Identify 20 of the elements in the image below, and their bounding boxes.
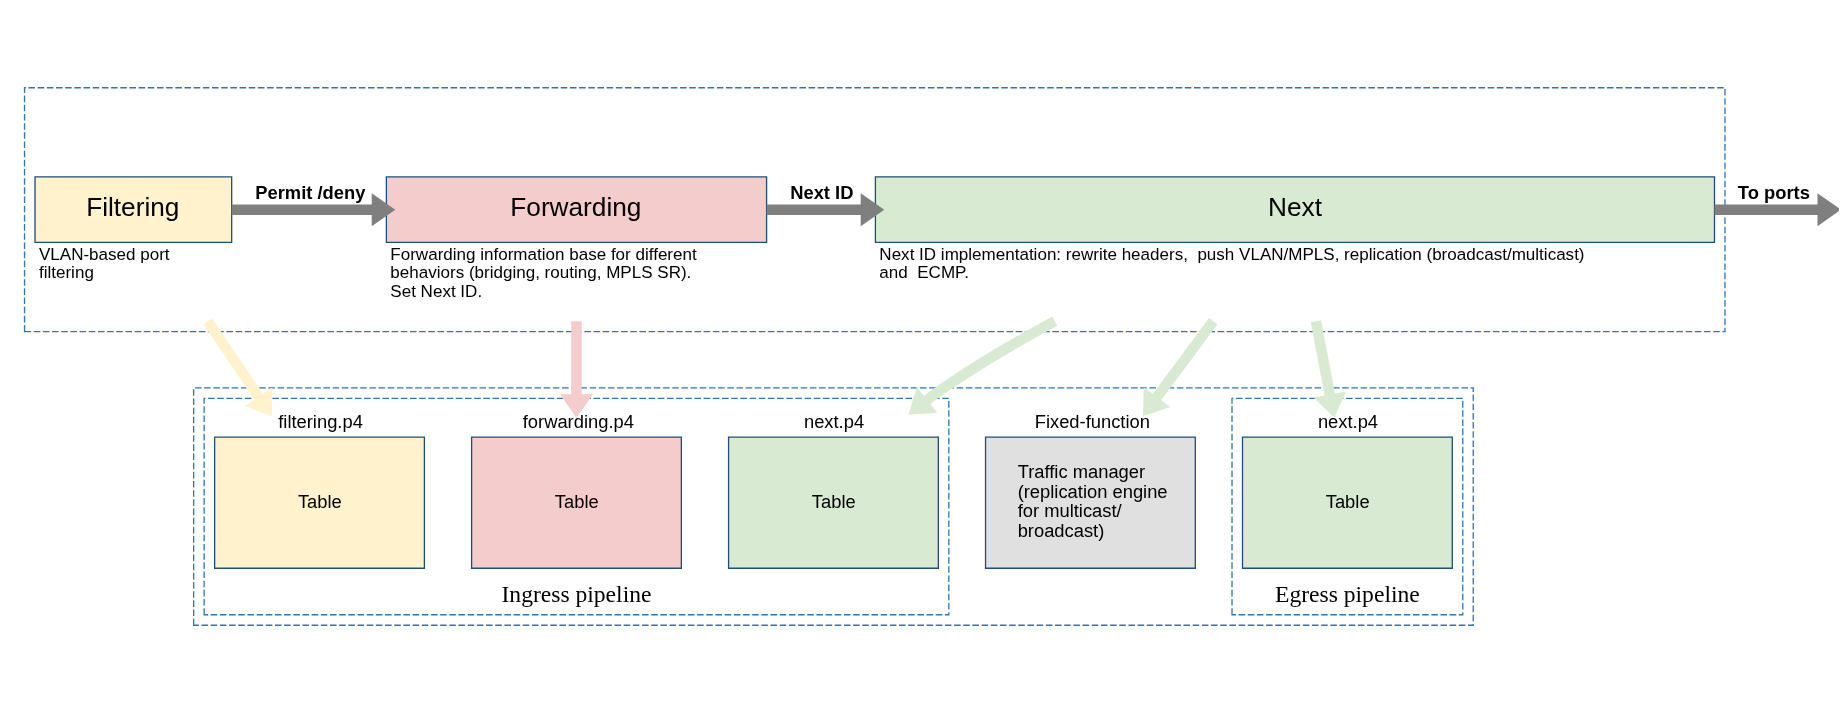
node-label: Forwarding information base for different behaviors (bridging, routing, MPLS SR). Set Next ID.: [390, 245, 697, 301]
arrow: [560, 321, 593, 418]
cluster: [23, 87, 1726, 333]
node-label: VLAN-based port filtering: [38, 245, 170, 283]
edge-label: To ports: [1737, 182, 1810, 204]
edge-label: Next ID: [790, 182, 854, 204]
arrow: [766, 193, 885, 227]
arrow: [203, 318, 273, 417]
arrow: [908, 316, 1058, 415]
arrow: [1142, 318, 1218, 417]
arrow: [1310, 320, 1347, 418]
arrow: [231, 193, 396, 227]
node-label: filtering.p4: [278, 411, 363, 433]
node-label: forwarding.p4: [522, 411, 634, 433]
node-label: next.p4: [1317, 411, 1379, 433]
arrow: [1714, 193, 1839, 227]
node-label: Next ID implementation: rewrite headers, push VLAN/MPLS, replication (broadcast/multicast) and ECMP.: [879, 245, 1585, 283]
edge-label: Permit /deny: [255, 182, 366, 204]
node-label: next.p4: [803, 411, 865, 433]
node-label: Fixed-function: [1034, 411, 1150, 433]
